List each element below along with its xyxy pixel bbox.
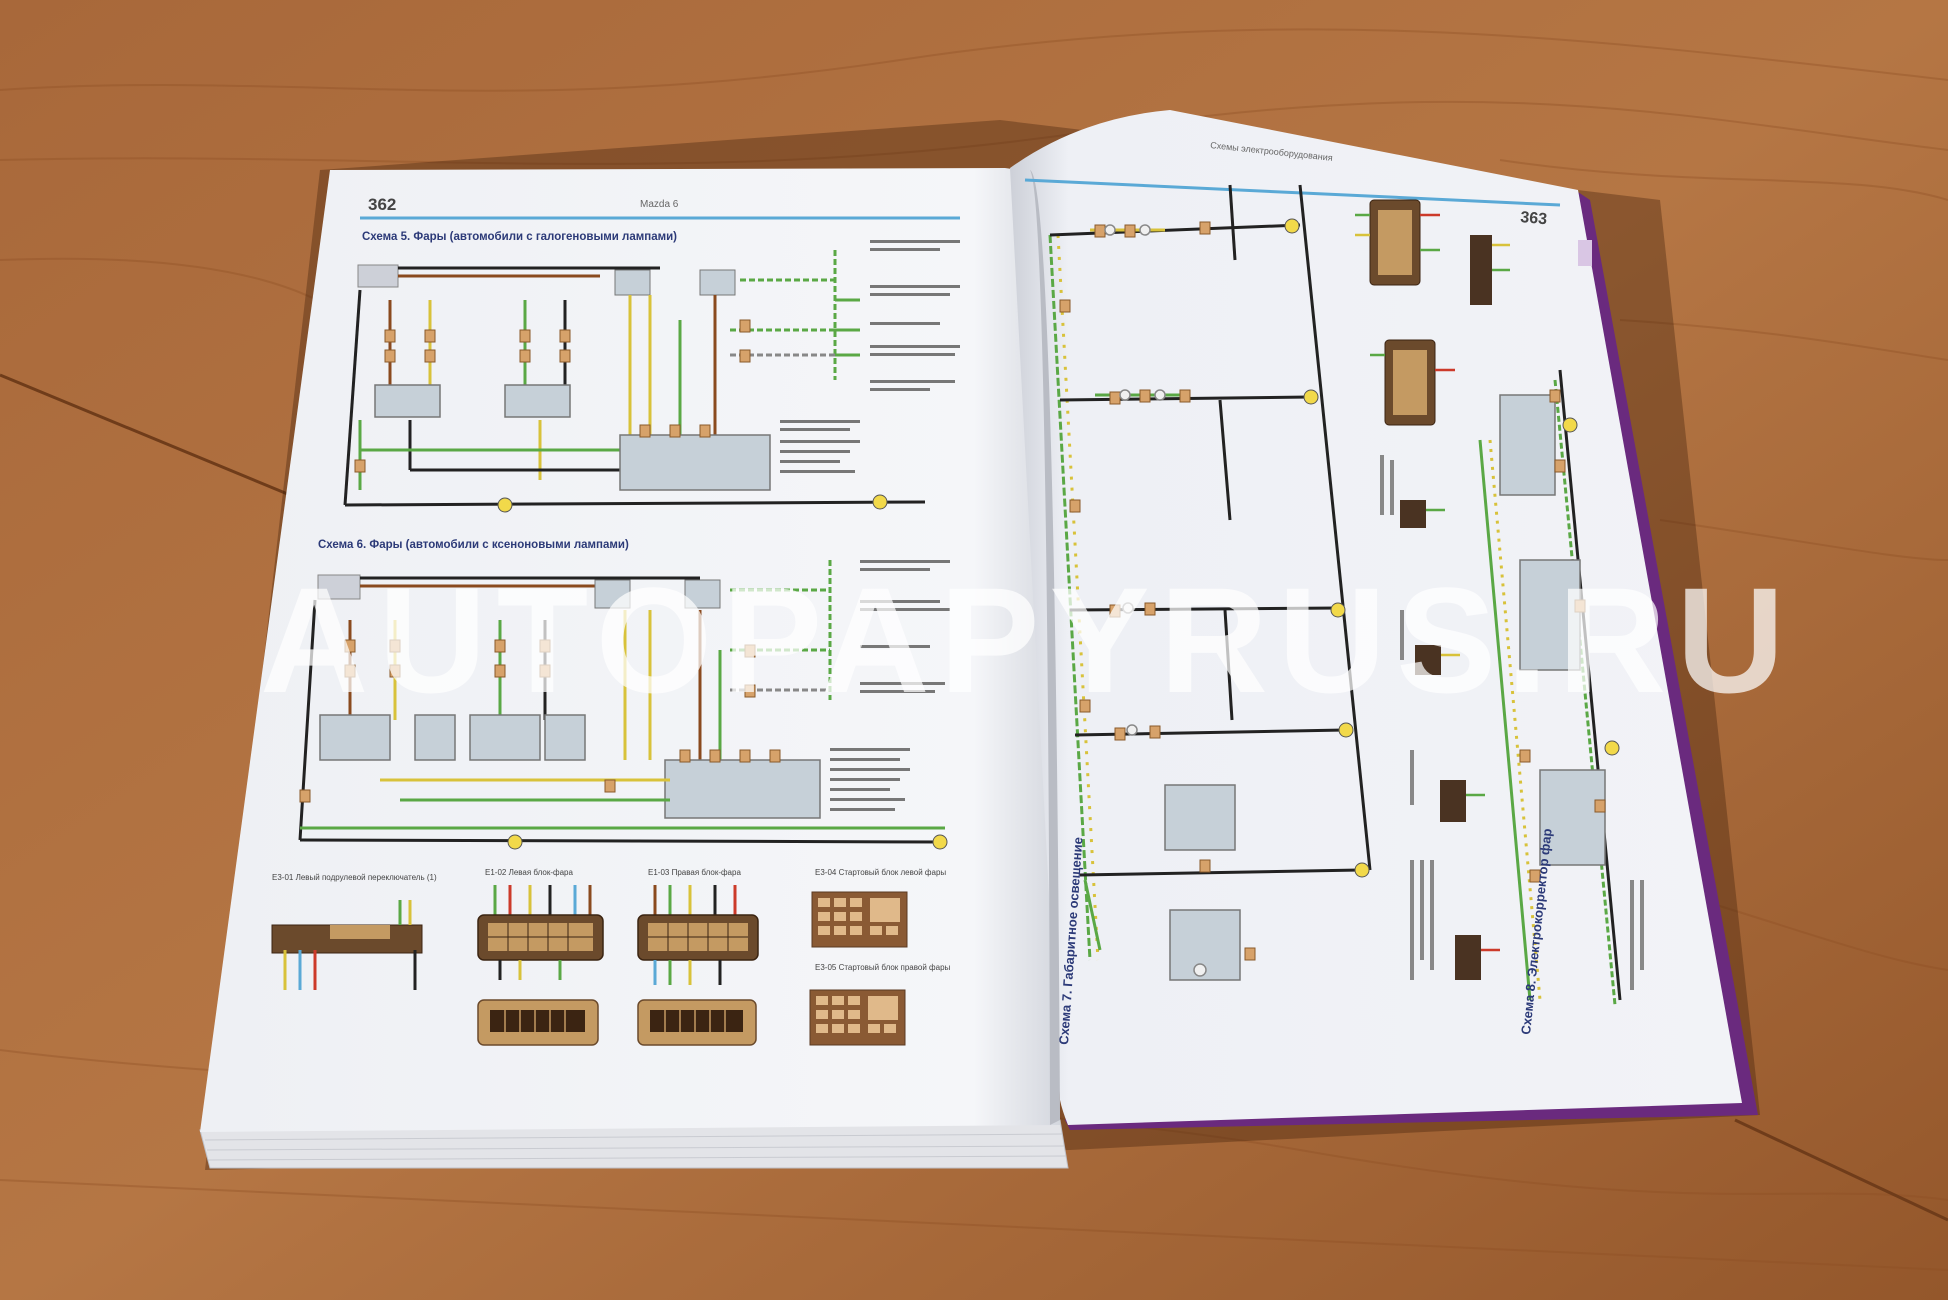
left-page-header: 362 Mazda 6 [360,195,960,220]
right-header-rule [1024,178,1561,207]
scheme8-connectors [1519,389,1606,883]
connector-e3-04: E3-04 Стартовый блок левой фары [811,868,946,948]
right-page-number: 363 [1520,209,1548,228]
connector-e1-03: E1-03 Правая блок-фара [637,868,759,1046]
scheme5-title: Схема 5. Фары (автомобили с галогеновыми… [362,231,677,243]
connector-label-e1-03: E1-03 Правая блок-фара [648,868,741,877]
left-running-head: Mazda 6 [640,199,679,210]
scheme5-connectors [354,319,751,473]
scheme8-diagram [1478,369,1622,1006]
connector-e3-05: E3-05 Стартовый блок правой фары [809,963,951,1046]
scheme6-title: Схема 6. Фары (автомобили с ксеноновыми … [318,539,629,551]
table-seam-left [0,373,291,497]
connector-label-e3-01: E3-01 Левый подрулевой переключатель (1) [272,873,437,882]
right-page-text-blocks [1380,455,1644,990]
scheme7-lamps [1104,224,1207,977]
connector-e1-02: E1-02 Левая блок-фара [477,868,604,1046]
connector-label-e3-04: E3-04 Стартовый блок левой фары [815,868,946,877]
scheme6-labels [830,560,950,811]
connector-label-e1-02: E1-02 Левая блок-фара [485,868,574,877]
table-seam-right [1734,1118,1948,1222]
scheme5-labels [780,240,960,473]
right-page [1010,110,1742,1125]
right-connector-blocks [1355,199,1510,980]
left-page-number: 362 [368,195,396,214]
connector-e3-01: E3-01 Левый подрулевой переключатель (1) [271,873,437,990]
thumb-index-tab [1578,240,1592,266]
scheme6-connectors [299,639,781,803]
scheme7-connectors [1059,221,1256,961]
book-spine [1030,170,1060,1125]
connector-label-e3-05: E3-05 Стартовый блок правой фары [815,963,951,972]
